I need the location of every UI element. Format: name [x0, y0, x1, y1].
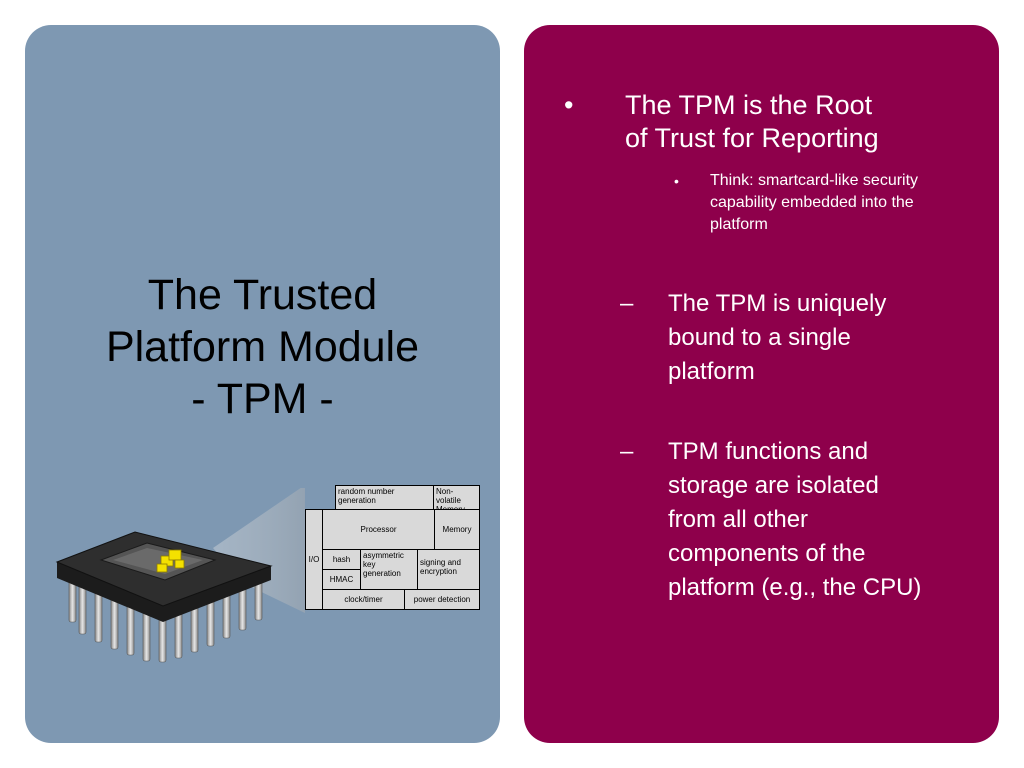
dash-line: from all other — [668, 506, 809, 533]
bullet-sub-text: Think: smartcard-like security capabilit… — [710, 170, 918, 236]
bullet-main-line: of Trust for Reporting — [625, 123, 879, 153]
processor-block: Processor — [322, 509, 435, 550]
asymmetric-key-block: asymmetric key generation — [360, 549, 418, 590]
left-panel: The Trusted Platform Module - TPM - — [25, 25, 500, 743]
io-block: I/O — [305, 509, 323, 610]
title-line-3: - TPM - — [191, 375, 334, 423]
dash-mark: – — [620, 438, 634, 465]
bullet-list: • The TPM is the Root of Trust for Repor… — [524, 25, 999, 743]
sub-bullet-mark: • — [674, 173, 679, 189]
chip-side — [57, 562, 271, 622]
bullet-sub-line: capability embedded into the — [710, 194, 914, 211]
nonvolatile-memory-block: Non-volatile Memory — [433, 485, 480, 510]
power-detection-block: power detection — [404, 589, 480, 610]
signing-encryption-block: signing and encryption — [417, 549, 480, 590]
bullet-mark: • — [564, 90, 574, 120]
right-panel: • The TPM is the Root of Trust for Repor… — [524, 25, 999, 743]
hash-block: hash — [322, 549, 361, 570]
tpm-block-diagram: random number generation Non-volatile Me… — [305, 485, 480, 610]
dash-line: storage are isolated — [668, 472, 879, 499]
memory-block: Memory — [434, 509, 480, 550]
dash-line: components of the — [668, 540, 866, 567]
bullet-main-text: The TPM is the Root of Trust for Reporti… — [625, 89, 879, 155]
bullet-main-line: The TPM is the Root — [625, 90, 873, 120]
bullet-sub-line: Think: smartcard-like security — [710, 172, 919, 189]
dash-line: The TPM is uniquely — [668, 290, 887, 317]
clock-timer-block: clock/timer — [322, 589, 405, 610]
hmac-block: HMAC — [322, 569, 361, 590]
chip-core — [156, 549, 185, 573]
projection-beam — [213, 488, 305, 613]
tpm-chip-illustration — [55, 488, 305, 663]
dash-line: platform — [668, 358, 755, 385]
dash-line: TPM functions and — [668, 438, 869, 465]
dash-line: platform (e.g., the CPU) — [668, 574, 922, 601]
dash-line: bound to a single — [668, 324, 851, 351]
dash-item-1-text: The TPM is uniquely bound to a single pl… — [668, 287, 886, 389]
title-line-2: Platform Module — [105, 323, 420, 371]
dash-item-2-text: TPM functions and storage are isolated f… — [668, 435, 921, 605]
dash-mark: – — [620, 290, 634, 317]
random-number-block: random number generation — [335, 485, 434, 510]
title-line-1: The Trusted — [147, 271, 378, 319]
slide-title: The Trusted Platform Module - TPM - — [25, 269, 500, 425]
bullet-sub-line: platform — [710, 216, 768, 233]
